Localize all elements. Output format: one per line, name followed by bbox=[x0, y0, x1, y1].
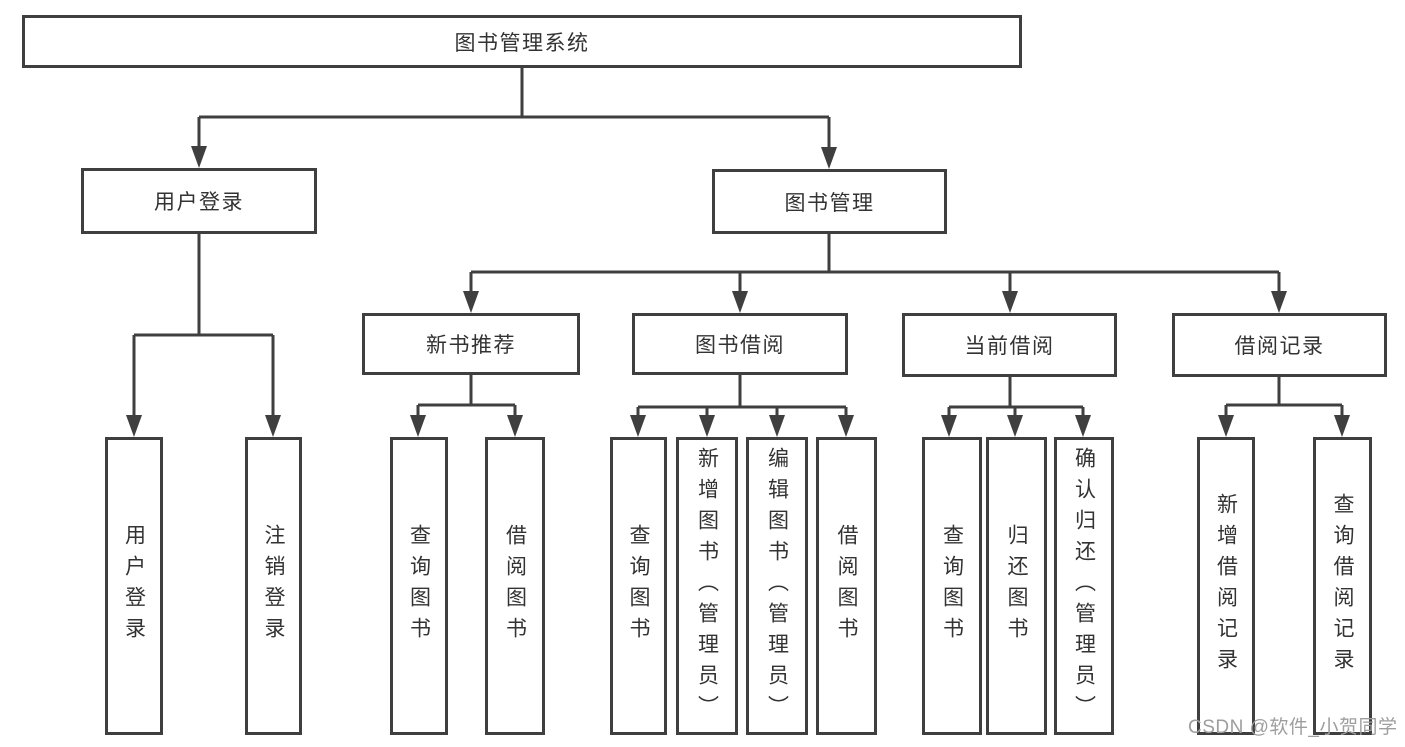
csdn-watermark: CSDN @软件_小贺同学 bbox=[1188, 717, 1398, 738]
leaf-add-borrow-record-label: 新增借阅记录 bbox=[1214, 493, 1238, 679]
leaf-query-borrow-record-label: 查询借阅记录 bbox=[1331, 493, 1354, 679]
leaf-confirm-return-admin-label: 确认归还（管理员） bbox=[1072, 446, 1096, 726]
leaf-edit-books-admin-label: 编辑图书（管理员） bbox=[765, 446, 789, 726]
node-library-management-system: 图书管理系统 bbox=[22, 15, 1022, 68]
node-new-book-recommendation-label: 新书推荐 bbox=[426, 334, 516, 357]
leaf-user-login: 用户登录 bbox=[105, 437, 163, 735]
node-book-borrowing: 图书借阅 bbox=[632, 313, 848, 375]
node-current-borrowing: 当前借阅 bbox=[902, 313, 1117, 377]
leaf-borrow-books-borrowing: 借阅图书 bbox=[816, 437, 877, 735]
node-new-book-recommendation: 新书推荐 bbox=[362, 313, 580, 375]
arrowheads bbox=[126, 146, 1350, 437]
leaf-user-login-label: 用户登录 bbox=[122, 524, 146, 648]
leaf-query-borrow-record: 查询借阅记录 bbox=[1313, 437, 1372, 735]
node-book-borrowing-label: 图书借阅 bbox=[695, 334, 785, 357]
leaf-borrow-books-recommend-label: 借阅图书 bbox=[503, 524, 527, 648]
leaf-query-books-recommend: 查询图书 bbox=[390, 437, 448, 735]
leaf-logout: 注销登录 bbox=[245, 437, 302, 735]
node-book-management-label: 图书管理 bbox=[784, 191, 875, 215]
node-library-management-system-label: 图书管理系统 bbox=[454, 31, 590, 55]
node-borrowing-records-label: 借阅记录 bbox=[1234, 335, 1325, 358]
leaf-add-borrow-record: 新增借阅记录 bbox=[1197, 437, 1255, 735]
leaf-edit-books-admin: 编辑图书（管理员） bbox=[746, 437, 808, 735]
leaf-return-books-label: 归还图书 bbox=[1005, 524, 1028, 648]
leaf-return-books: 归还图书 bbox=[986, 437, 1047, 735]
leaf-query-books-current: 查询图书 bbox=[922, 437, 982, 735]
node-user-login-label: 用户登录 bbox=[154, 191, 244, 214]
leaf-query-books-current-label: 查询图书 bbox=[940, 524, 964, 648]
node-current-borrowing-label: 当前借阅 bbox=[964, 335, 1055, 358]
leaf-borrow-books-borrowing-label: 借阅图书 bbox=[835, 524, 858, 648]
leaf-add-books-admin: 新增图书（管理员） bbox=[676, 437, 738, 735]
leaf-confirm-return-admin: 确认归还（管理员） bbox=[1054, 437, 1114, 735]
leaf-add-books-admin-label: 新增图书（管理员） bbox=[695, 446, 719, 726]
leaf-query-books-borrowing: 查询图书 bbox=[610, 437, 667, 735]
leaf-logout-label: 注销登录 bbox=[262, 524, 285, 648]
node-book-management: 图书管理 bbox=[712, 169, 947, 234]
leaf-borrow-books-recommend: 借阅图书 bbox=[485, 437, 545, 735]
node-borrowing-records: 借阅记录 bbox=[1172, 313, 1387, 377]
node-user-login: 用户登录 bbox=[81, 168, 317, 234]
leaf-query-books-borrowing-label: 查询图书 bbox=[627, 524, 650, 648]
leaf-query-books-recommend-label: 查询图书 bbox=[407, 524, 431, 648]
